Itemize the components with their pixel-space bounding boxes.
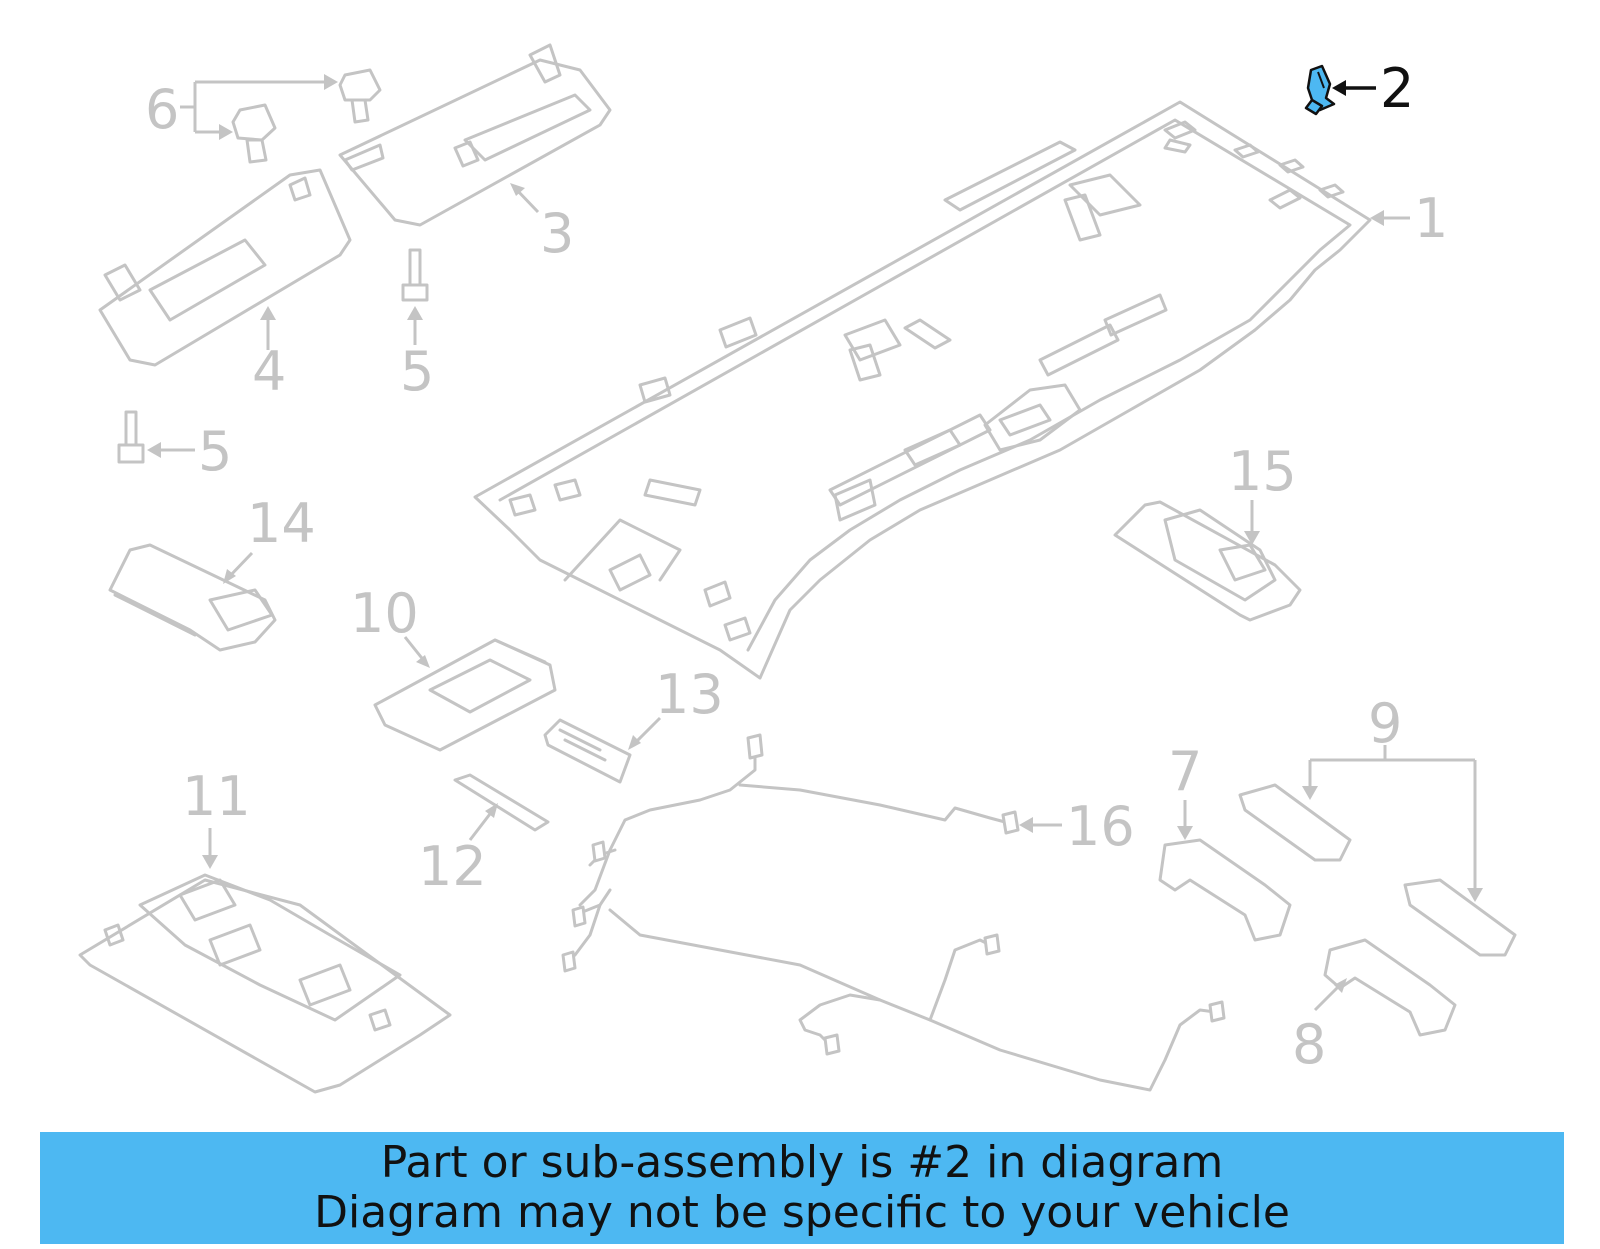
callout-16: 16 bbox=[1066, 795, 1135, 858]
leader-9 bbox=[1302, 745, 1483, 902]
overhead-console-part-11 bbox=[78, 873, 452, 1094]
callout-11: 11 bbox=[182, 765, 251, 828]
callout-3: 3 bbox=[540, 202, 574, 265]
callout-13: 13 bbox=[655, 663, 724, 726]
grab-handle-part-7 bbox=[1158, 838, 1292, 942]
lamp-part-14 bbox=[108, 543, 277, 652]
callout-5a: 5 bbox=[400, 340, 434, 403]
bolt-part-5b bbox=[117, 410, 145, 464]
bolt-part-5a bbox=[401, 248, 429, 302]
headliner-part-1 bbox=[473, 100, 1372, 680]
strip-part-12 bbox=[453, 773, 550, 832]
leader-6 bbox=[180, 74, 338, 140]
leader-12 bbox=[468, 809, 495, 841]
callout-9: 9 bbox=[1368, 692, 1402, 755]
grab-handle-part-8 bbox=[1323, 938, 1457, 1037]
callout-15: 15 bbox=[1228, 440, 1297, 503]
callout-10: 10 bbox=[350, 582, 419, 645]
leader-1 bbox=[1370, 210, 1410, 226]
callout-2: 2 bbox=[1380, 57, 1414, 120]
sun-visor-part-4 bbox=[98, 168, 352, 367]
callout-5b: 5 bbox=[198, 420, 232, 483]
callout-7: 7 bbox=[1168, 740, 1202, 803]
info-banner: Part or sub-assembly is #2 in diagram Di… bbox=[40, 1132, 1564, 1244]
callout-12: 12 bbox=[418, 835, 487, 898]
console-part-10 bbox=[373, 638, 557, 752]
wiring-harness-part-16 bbox=[561, 733, 1226, 1092]
sun-visor-part-3 bbox=[338, 43, 612, 227]
clip-part-6 bbox=[231, 68, 382, 164]
leader-2 bbox=[1332, 80, 1376, 96]
clip-part-2 bbox=[1304, 64, 1336, 116]
lens-part-13 bbox=[543, 718, 632, 784]
callout-6: 6 bbox=[145, 78, 179, 141]
lamp-part-15 bbox=[1113, 500, 1302, 622]
bracket-part-9 bbox=[1238, 783, 1517, 957]
banner-line-2: Diagram may not be specific to your vehi… bbox=[314, 1187, 1290, 1238]
callout-4: 4 bbox=[252, 340, 286, 403]
banner-line-1: Part or sub-assembly is #2 in diagram bbox=[380, 1137, 1224, 1188]
callout-8: 8 bbox=[1292, 1013, 1326, 1076]
callout-1: 1 bbox=[1414, 187, 1448, 250]
callout-14: 14 bbox=[247, 492, 316, 555]
